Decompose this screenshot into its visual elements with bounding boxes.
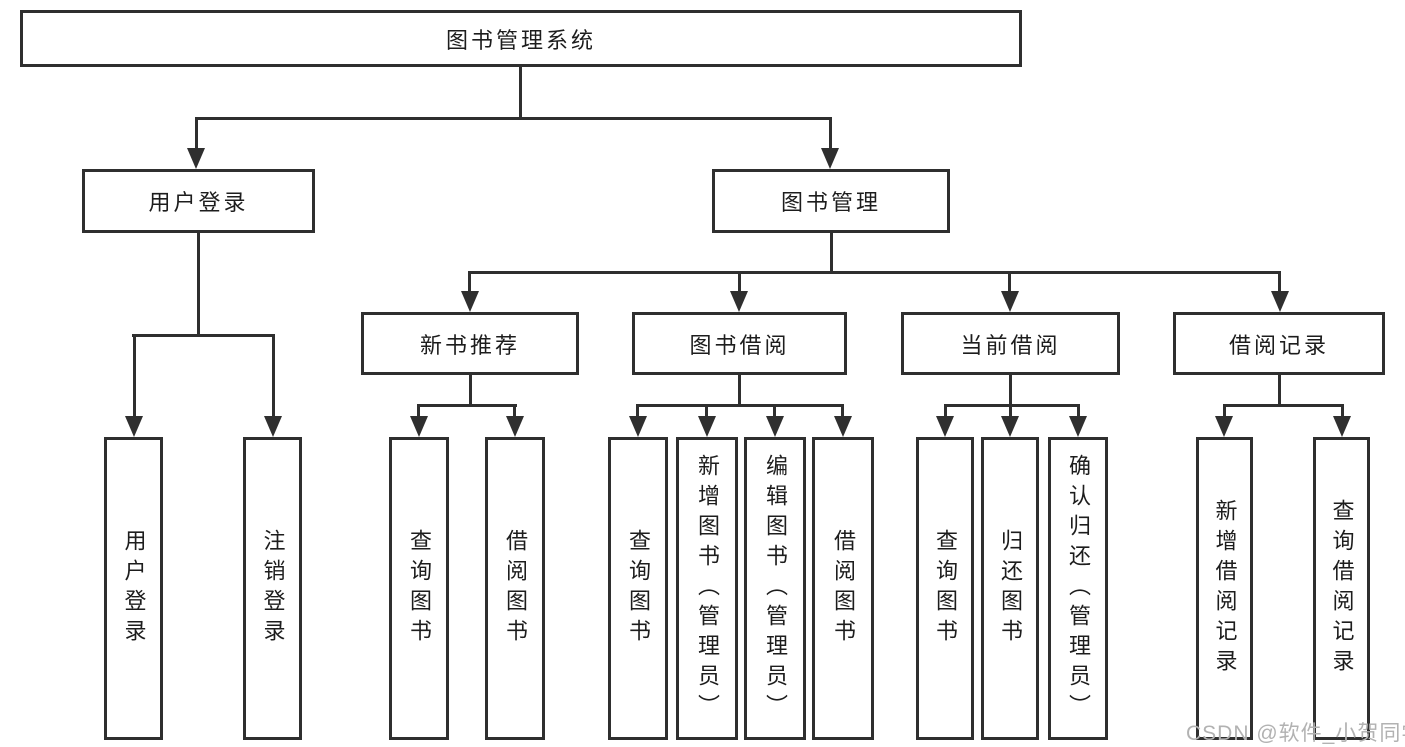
- arrow-down-icon: [1333, 416, 1351, 437]
- connector-new-book-trunk: [469, 374, 472, 407]
- node-book-borrowing: 图书借阅: [632, 312, 847, 375]
- connector-line: [773, 404, 776, 420]
- arrow-down-icon: [461, 291, 479, 312]
- connector-line: [1077, 404, 1080, 420]
- arrow-down-icon: [410, 416, 428, 437]
- connector-stem-borrow-records: [1278, 271, 1281, 297]
- leaf-borrow-borrow-books: 借阅图书: [812, 437, 874, 740]
- arrow-down-icon: [936, 416, 954, 437]
- leaf-borrow-add-books-admin: 新增图书（管理员）: [676, 437, 738, 740]
- connector-user-login-trunk: [197, 232, 200, 337]
- connector-borrow-records-fork: [1223, 404, 1344, 407]
- connector-current-borrow-fork: [944, 404, 1080, 407]
- arrow-down-icon: [766, 416, 784, 437]
- connector-stem-new-book: [468, 271, 471, 297]
- connector-root-fork: [195, 117, 832, 120]
- connector-book-management-fork: [468, 271, 1281, 274]
- connector-line: [513, 404, 516, 420]
- arrow-down-icon: [1271, 291, 1289, 312]
- connector-stem-user-login: [195, 117, 198, 152]
- node-book-management: 图书管理: [712, 169, 950, 233]
- connector-book-borrow-trunk: [738, 374, 741, 407]
- connector-stem-current-borrow: [1008, 271, 1011, 297]
- arrow-down-icon: [1001, 291, 1019, 312]
- leaf-label: 注销登录: [260, 528, 286, 649]
- arrow-down-icon: [821, 148, 839, 169]
- connector-new-book-fork: [417, 404, 517, 407]
- arrow-down-icon: [730, 291, 748, 312]
- connector-line: [1223, 404, 1226, 420]
- leaf-label: 归还图书: [998, 528, 1023, 649]
- connector-user-login-fork: [132, 334, 275, 337]
- connector-borrow-records-trunk: [1278, 374, 1281, 407]
- leaf-current-query-books: 查询图书: [916, 437, 974, 740]
- leaf-newbook-query-books: 查询图书: [389, 437, 449, 740]
- connector-current-borrow-trunk: [1009, 374, 1012, 407]
- leaf-records-query-record: 查询借阅记录: [1313, 437, 1370, 740]
- arrow-down-icon: [1069, 416, 1087, 437]
- arrow-down-icon: [506, 416, 524, 437]
- watermark: CSDN @软件_小贺同学: [1186, 722, 1405, 745]
- leaf-label: 确认归还（管理员）: [1066, 453, 1091, 724]
- connector-stem-book-borrow: [738, 271, 741, 297]
- connector-line: [636, 404, 639, 420]
- leaf-label: 查询图书: [407, 528, 432, 649]
- node-user-login: 用户登录: [82, 169, 315, 233]
- node-borrowing-records: 借阅记录: [1173, 312, 1385, 375]
- arrow-down-icon: [125, 416, 143, 437]
- node-current-borrowing: 当前借阅: [901, 312, 1120, 375]
- connector-line: [705, 404, 708, 420]
- arrow-down-icon: [629, 416, 647, 437]
- leaf-label: 借阅图书: [831, 528, 856, 649]
- leaf-label: 查询图书: [933, 528, 958, 649]
- leaf-current-return-books: 归还图书: [981, 437, 1039, 740]
- connector-line: [841, 404, 844, 420]
- arrow-down-icon: [264, 416, 282, 437]
- leaf-label: 借阅图书: [503, 528, 528, 649]
- node-root-library-system: 图书管理系统: [20, 10, 1022, 67]
- arrow-down-icon: [1215, 416, 1233, 437]
- connector-root-trunk: [519, 67, 522, 120]
- arrow-down-icon: [834, 416, 852, 437]
- node-new-book-recommendation: 新书推荐: [361, 312, 579, 375]
- leaf-label: 用户登录: [121, 528, 147, 649]
- connector-line: [417, 404, 420, 420]
- leaf-label: 新增借阅记录: [1212, 498, 1238, 679]
- connector-book-management-trunk: [830, 232, 833, 274]
- leaf-records-add-record: 新增借阅记录: [1196, 437, 1253, 740]
- leaf-user-login: 用户登录: [104, 437, 163, 740]
- leaf-borrow-query-books: 查询图书: [608, 437, 668, 740]
- arrow-down-icon: [187, 148, 205, 169]
- leaf-current-confirm-return-admin: 确认归还（管理员）: [1048, 437, 1108, 740]
- connector-stem-book-management: [829, 117, 832, 152]
- leaf-label: 编辑图书（管理员）: [763, 453, 788, 724]
- leaf-label: 新增图书（管理员）: [695, 453, 720, 724]
- leaf-newbook-borrow-books: 借阅图书: [485, 437, 545, 740]
- leaf-borrow-edit-books-admin: 编辑图书（管理员）: [744, 437, 806, 740]
- connector-line: [944, 404, 947, 420]
- connector-stem-leaf-logout: [272, 334, 275, 420]
- connector-book-borrow-fork: [636, 404, 844, 407]
- leaf-label: 查询借阅记录: [1329, 498, 1355, 679]
- leaf-logout: 注销登录: [243, 437, 302, 740]
- connector-line: [1341, 404, 1344, 420]
- leaf-label: 查询图书: [626, 528, 651, 649]
- connector-line: [1009, 404, 1012, 420]
- connector-stem-leaf-user-login: [133, 334, 136, 420]
- arrow-down-icon: [1001, 416, 1019, 437]
- arrow-down-icon: [698, 416, 716, 437]
